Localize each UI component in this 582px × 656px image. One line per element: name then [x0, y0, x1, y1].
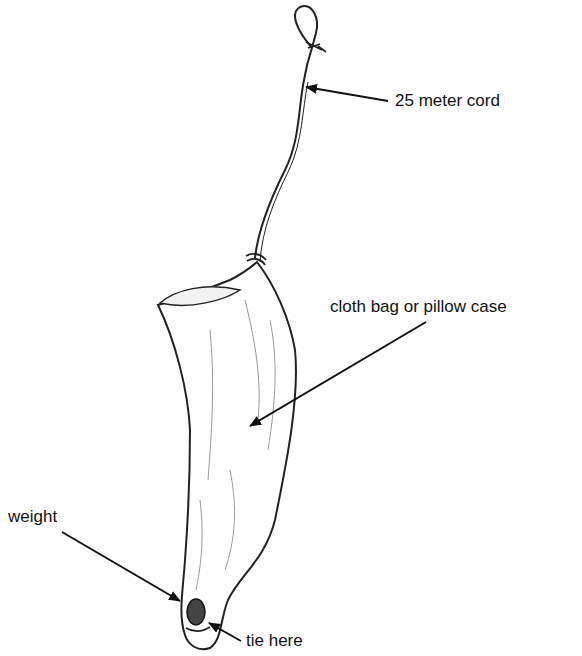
callout-label: tie here: [246, 630, 303, 652]
cloth-bag: [158, 262, 296, 649]
leader-arrow: [62, 532, 180, 601]
bag-opening: [160, 287, 240, 306]
callout-label: weight: [8, 506, 57, 528]
leader-arrow: [250, 322, 426, 426]
weight: [187, 599, 205, 625]
leader-arrow: [209, 623, 241, 641]
cord: [255, 48, 312, 258]
callout-label: 25 meter cord: [395, 90, 500, 112]
cord-edge: [260, 82, 308, 262]
cord-knot: [306, 42, 326, 52]
leader-lines: [62, 87, 426, 641]
bottom-tie: [186, 627, 210, 631]
leader-arrow: [306, 87, 388, 101]
callout-label: cloth bag or pillow case: [330, 296, 507, 318]
cord-loop: [295, 6, 317, 48]
bag-folds: [196, 300, 275, 590]
neck-tie: [246, 254, 266, 265]
